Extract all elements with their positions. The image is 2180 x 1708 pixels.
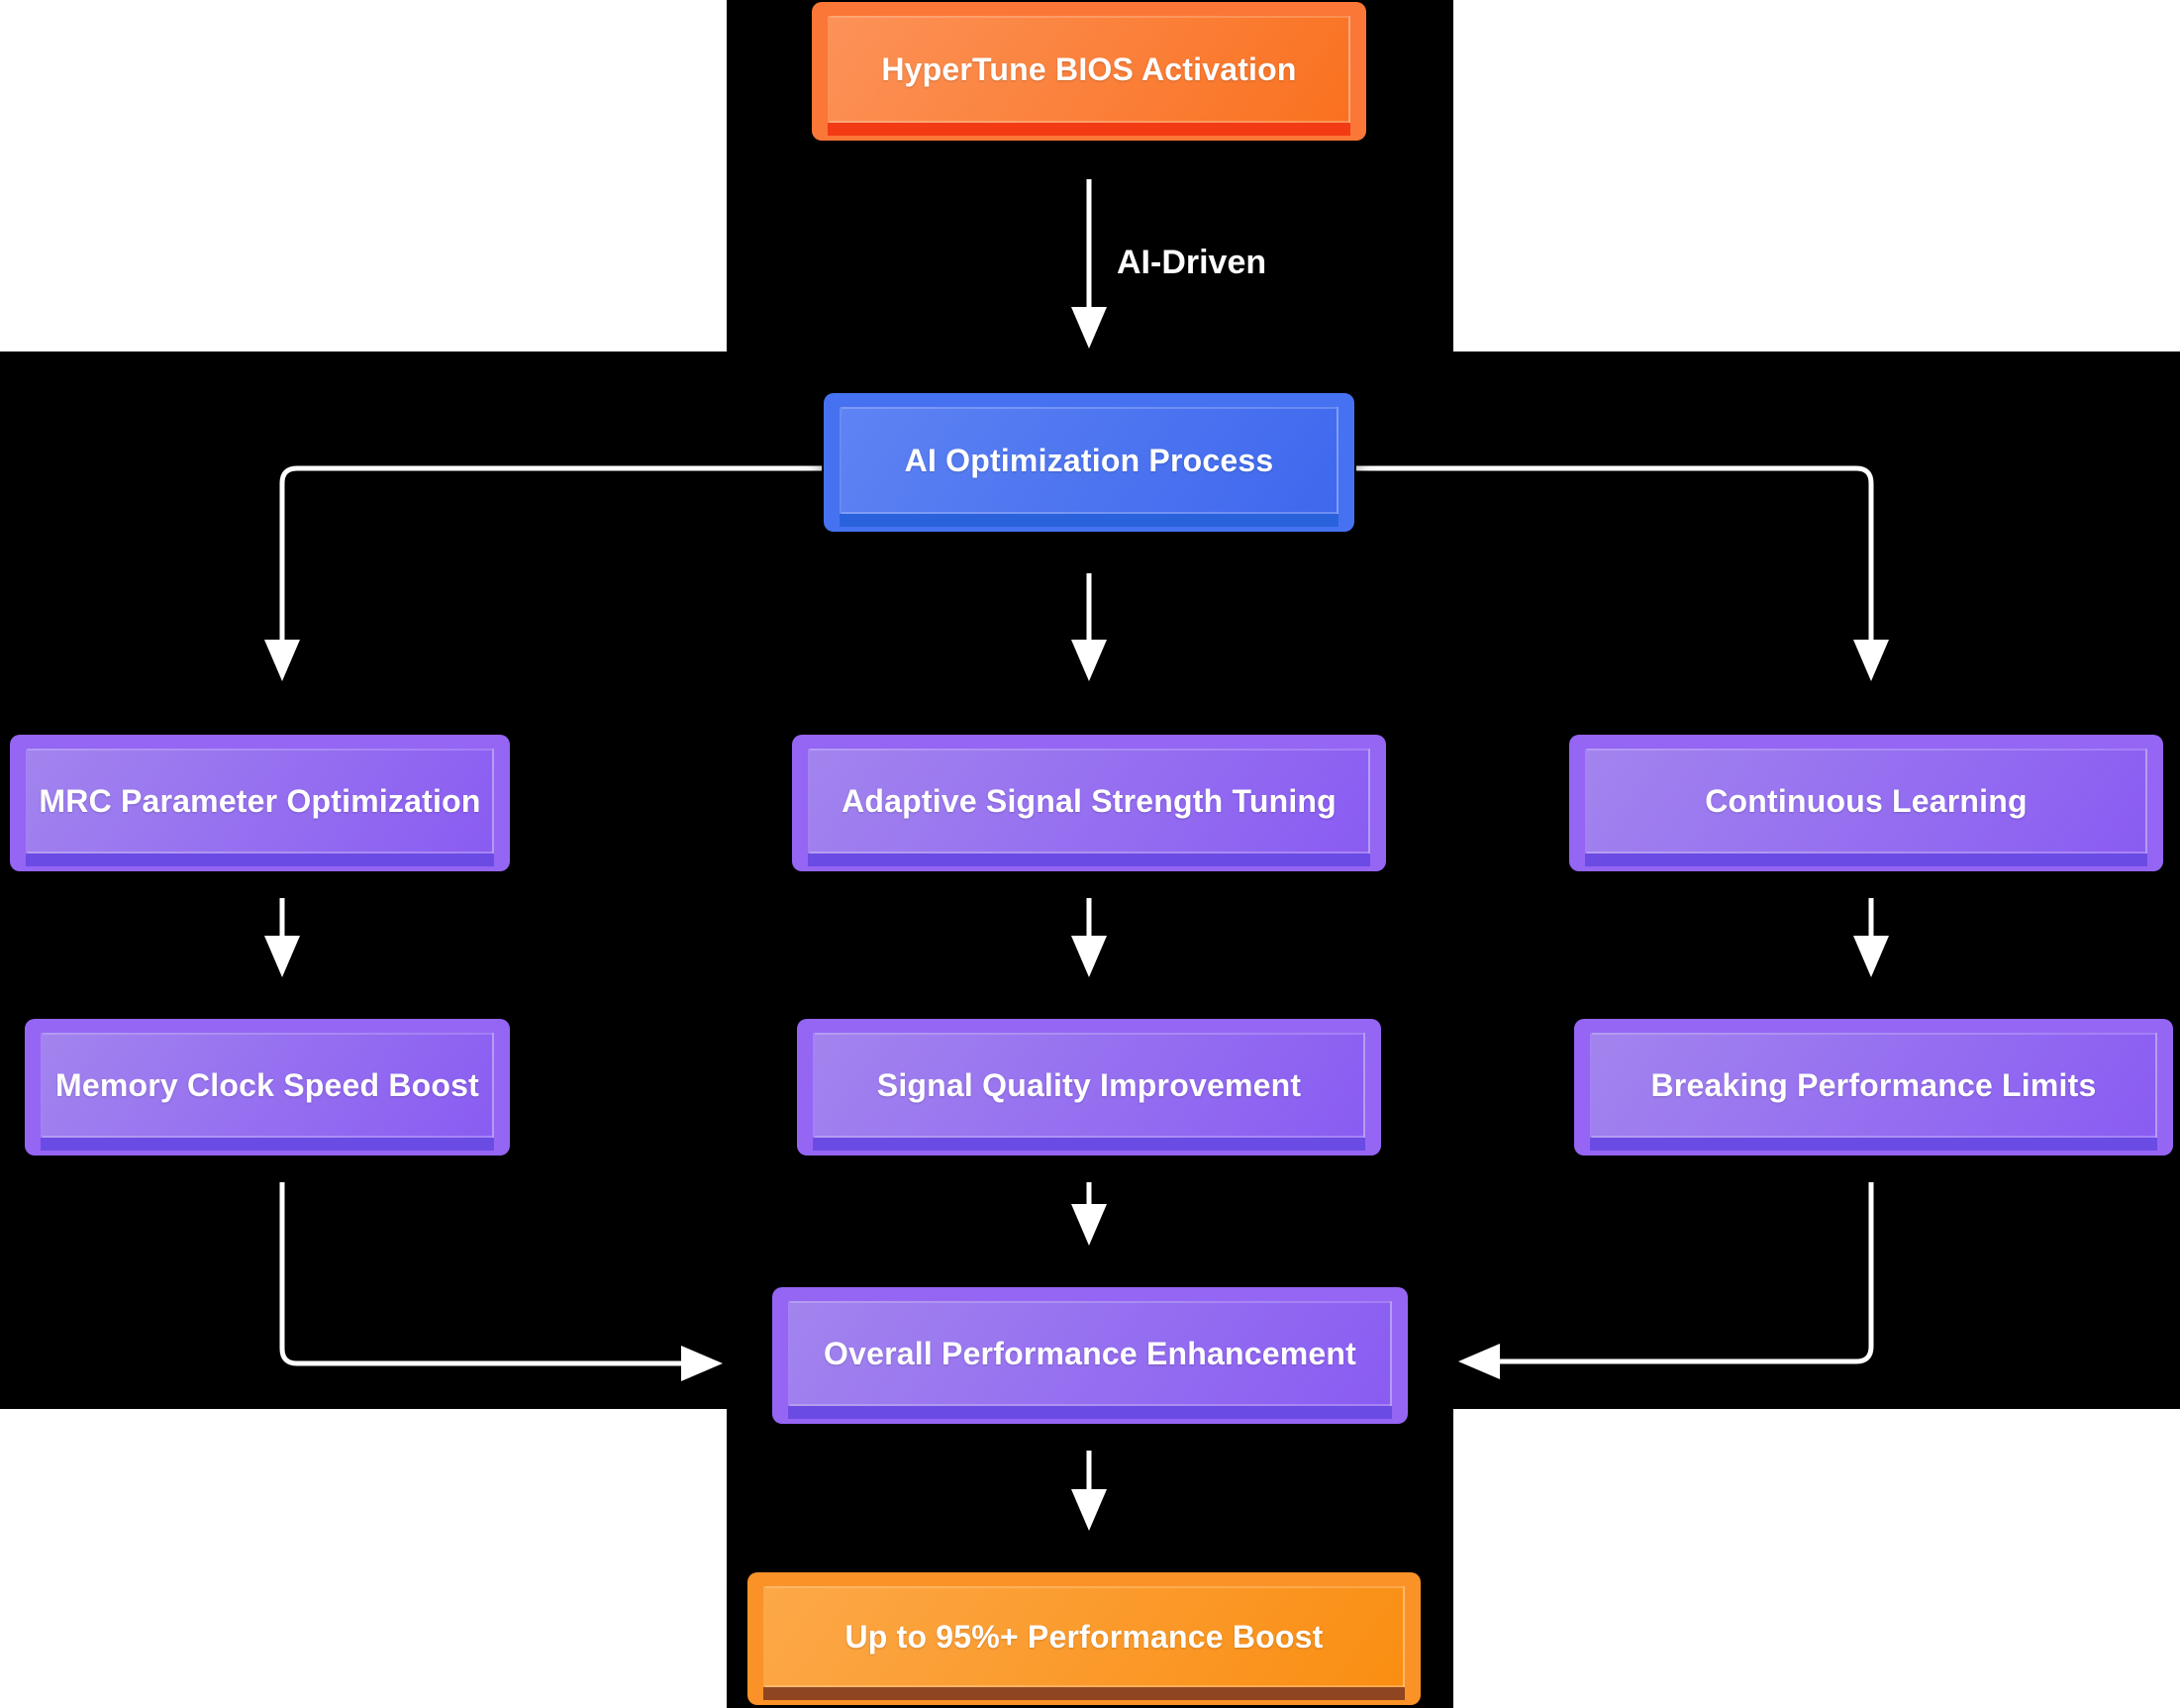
node-panel: Memory Clock Speed Boost — [41, 1033, 494, 1138]
node-label: Adaptive Signal Strength Tuning — [842, 782, 1337, 819]
node-label: AI Optimization Process — [904, 442, 1274, 478]
arrowhead-overall-to-boost — [1071, 1489, 1107, 1531]
node-panel: Signal Quality Improvement — [813, 1033, 1365, 1138]
node-label: Memory Clock Speed Boost — [54, 1066, 479, 1103]
node-label: HyperTune BIOS Activation — [881, 50, 1297, 87]
arrowhead-continuous-to-breaking — [1853, 936, 1889, 977]
edge-optimization-to-continuous — [1356, 465, 1874, 640]
node-accent-bar — [813, 1138, 1365, 1151]
node-accent-bar — [1585, 854, 2147, 866]
arrowhead-optimization-to-mrc — [264, 640, 300, 681]
node-accent-bar — [788, 1406, 1392, 1419]
node-panel: Continuous Learning — [1585, 749, 2147, 854]
node-label: Up to 95%+ Performance Boost — [844, 1618, 1324, 1655]
node-label: Breaking Performance Limits — [1650, 1066, 2097, 1103]
node-panel: Breaking Performance Limits — [1590, 1033, 2157, 1138]
node-panel: MRC Parameter Optimization — [26, 749, 494, 854]
node-accent-bar — [41, 1138, 494, 1151]
node-ai-optimization-process: AI Optimization Process — [824, 393, 1354, 532]
node-signal-quality-improvement: Signal Quality Improvement — [797, 1019, 1381, 1155]
node-accent-bar — [808, 854, 1370, 866]
node-hypertune-bios-activation: HyperTune BIOS Activation — [812, 2, 1366, 141]
node-accent-bar — [26, 854, 494, 866]
arrowhead-memory-to-overall — [681, 1346, 723, 1381]
edge-breaking-to-overall — [1500, 1182, 1874, 1364]
node-breaking-performance-limits: Breaking Performance Limits — [1574, 1019, 2173, 1155]
node-performance-boost-result: Up to 95%+ Performance Boost — [747, 1572, 1421, 1705]
arrowhead-adaptive-to-signal — [1071, 936, 1107, 977]
edge-label-ai-driven: AI-Driven — [1117, 244, 1267, 281]
node-panel: HyperTune BIOS Activation — [828, 16, 1350, 123]
node-accent-bar — [763, 1687, 1405, 1700]
node-label: Signal Quality Improvement — [876, 1066, 1302, 1103]
node-label: MRC Parameter Optimization — [39, 782, 481, 819]
node-accent-bar — [1590, 1138, 2157, 1151]
arrowhead-optimization-to-adaptive — [1071, 640, 1107, 681]
node-accent-bar — [828, 123, 1350, 136]
node-label: Continuous Learning — [1705, 782, 2028, 819]
node-panel: Up to 95%+ Performance Boost — [763, 1586, 1405, 1687]
node-continuous-learning: Continuous Learning — [1569, 735, 2163, 871]
node-adaptive-signal-strength-tuning: Adaptive Signal Strength Tuning — [792, 735, 1386, 871]
node-panel: Adaptive Signal Strength Tuning — [808, 749, 1370, 854]
node-memory-clock-speed-boost: Memory Clock Speed Boost — [25, 1019, 510, 1155]
node-panel: Overall Performance Enhancement — [788, 1301, 1392, 1406]
edge-memory-to-overall — [279, 1182, 681, 1366]
arrowhead-optimization-to-continuous — [1853, 640, 1889, 681]
edge-optimization-to-mrc — [279, 465, 822, 640]
node-mrc-parameter-optimization: MRC Parameter Optimization — [10, 735, 510, 871]
node-accent-bar — [840, 514, 1338, 527]
node-label: Overall Performance Enhancement — [824, 1335, 1356, 1371]
node-panel: AI Optimization Process — [840, 407, 1338, 514]
arrowhead-breaking-to-overall — [1458, 1344, 1500, 1379]
arrowhead-activation-to-optimization — [1071, 307, 1107, 349]
node-overall-performance-enhancement: Overall Performance Enhancement — [772, 1287, 1408, 1424]
arrowhead-mrc-to-memory — [264, 936, 300, 977]
arrowhead-signal-to-overall — [1071, 1204, 1107, 1246]
